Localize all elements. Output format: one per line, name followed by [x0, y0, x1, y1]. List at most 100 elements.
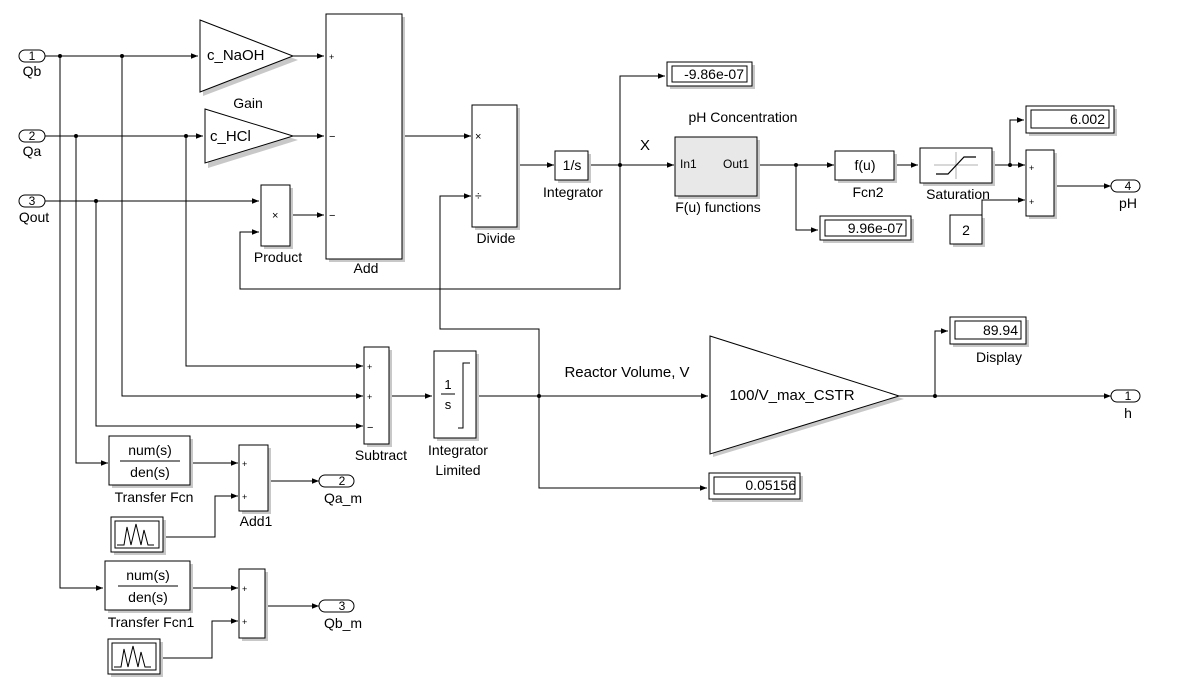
gain-reactor[interactable]: 100/V_max_CSTR	[709, 335, 904, 457]
transfer-fcn-block[interactable]: num(s) den(s) Transfer Fcn	[108, 435, 194, 505]
int-lim-label: Integrator	[428, 442, 488, 458]
saturation-label: Saturation	[926, 186, 990, 202]
constant-block[interactable]: 2	[949, 214, 985, 247]
ph-subsystem-block[interactable]: pH Concentration In1 Out1 F(u) functions	[674, 109, 798, 215]
fcn2-block[interactable]: f(u) Fcn2	[834, 150, 897, 200]
integrator-limited-block[interactable]: 1 s Integrator Limited	[428, 350, 488, 478]
divide-label: Divide	[477, 230, 516, 246]
limit-icon	[458, 362, 470, 429]
display-4[interactable]: 89.94 Display	[949, 316, 1029, 365]
add2-sign: +	[242, 584, 247, 594]
divide-block[interactable]: × ÷ Divide	[471, 104, 520, 246]
inport-qb[interactable]: 1 Qb	[18, 49, 46, 79]
subtract-sign: −	[367, 422, 373, 434]
subtract-sign: +	[367, 392, 372, 402]
gain-value: c_HCl	[210, 128, 251, 145]
display-3[interactable]: 6.002	[1025, 105, 1117, 136]
tf-numerator: num(s)	[126, 567, 170, 583]
add2-sign: +	[242, 617, 247, 627]
gain-c-naoh[interactable]: c_NaOH Gain	[199, 19, 298, 111]
add-sign: −	[329, 210, 335, 222]
outport-label: Qa_m	[324, 490, 362, 506]
add-block[interactable]: + − − Add	[325, 13, 405, 276]
add1-label: Add1	[240, 513, 273, 529]
subtract-block[interactable]: + + − Subtract	[355, 346, 407, 463]
gain-value: c_NaOH	[207, 47, 265, 64]
inport-number: 2	[29, 129, 36, 143]
integrator-block[interactable]: 1/s Integrator	[543, 150, 603, 200]
outport-ph[interactable]: 4 pH	[1110, 179, 1141, 211]
waveform-icon	[114, 645, 151, 668]
fcn2-expr: f(u)	[855, 157, 876, 173]
outport-number: 3	[339, 599, 346, 613]
saturation-icon	[934, 152, 978, 179]
add-label: Add	[354, 260, 379, 276]
constant-value: 2	[962, 222, 970, 238]
int-lim-label: Limited	[435, 462, 480, 478]
tf-label: Transfer Fcn1	[108, 614, 195, 630]
inport-number: 1	[29, 49, 36, 63]
product-label: Product	[254, 249, 302, 265]
display-1[interactable]: -9.86e-07	[666, 61, 755, 89]
inport-qa[interactable]: 2 Qa	[18, 129, 46, 159]
signal-label-reactor-volume: Reactor Volume, V	[564, 364, 689, 381]
add1-block[interactable]: + + Add1	[238, 444, 273, 529]
add1-sign: +	[242, 459, 247, 469]
tf-denominator: den(s)	[130, 464, 170, 480]
outport-qa-m[interactable]: 2 Qa_m	[318, 474, 362, 506]
display-value: 6.002	[1070, 111, 1105, 127]
display-value: -9.86e-07	[684, 66, 744, 82]
integrator-label: Integrator	[543, 184, 603, 200]
integrator-expr: 1/s	[563, 157, 582, 173]
divide-sign: ×	[475, 131, 481, 143]
inport-number: 3	[29, 194, 36, 208]
subtract-sign: +	[367, 362, 372, 372]
signal-source-1[interactable]	[110, 516, 166, 555]
add-sign: +	[329, 52, 334, 62]
outport-number: 4	[1125, 179, 1132, 193]
display-value: 9.96e-07	[848, 220, 903, 236]
branch-points	[58, 54, 1012, 398]
signal-label-x: X	[640, 137, 650, 154]
outport-h[interactable]: 1 h	[1110, 389, 1141, 421]
gain-c-hcl[interactable]: c_HCl	[204, 108, 298, 168]
subsystem-title: pH Concentration	[689, 109, 798, 125]
display-label: Display	[976, 349, 1022, 365]
int-lim-den: s	[445, 397, 452, 412]
add2-block[interactable]: + +	[238, 568, 268, 641]
display-5[interactable]: 0.05156	[708, 472, 803, 502]
gain-value: 100/V_max_CSTR	[729, 387, 854, 404]
display-value: 0.05156	[745, 477, 796, 493]
outport-qb-m[interactable]: 3 Qb_m	[318, 599, 362, 631]
waveform-icon	[117, 523, 154, 546]
inport-label: Qout	[19, 209, 49, 225]
signal-lines	[45, 53, 1111, 659]
product-sign: ×	[272, 210, 278, 222]
inport-label: Qb	[23, 63, 42, 79]
display-value: 89.94	[983, 322, 1018, 338]
ph-switch-block[interactable]: + +	[1025, 149, 1057, 219]
subsystem-in-port: In1	[680, 157, 697, 171]
inport-label: Qa	[23, 143, 42, 159]
divide-sign: ÷	[475, 189, 482, 203]
outport-number: 2	[339, 474, 346, 488]
fcn2-label: Fcn2	[852, 184, 883, 200]
tf-numerator: num(s)	[128, 442, 172, 458]
display-2[interactable]: 9.96e-07	[819, 215, 914, 243]
saturation-block[interactable]: Saturation	[919, 147, 995, 202]
tf-label: Transfer Fcn	[115, 489, 194, 505]
outport-label: pH	[1119, 195, 1137, 211]
product-block[interactable]: × Product	[254, 184, 302, 265]
switch-sign: +	[1029, 197, 1034, 207]
outport-label: Qb_m	[324, 615, 362, 631]
add1-sign: +	[242, 492, 247, 502]
switch-sign: +	[1029, 163, 1034, 173]
transfer-fcn1-block[interactable]: num(s) den(s) Transfer Fcn1	[104, 560, 195, 630]
int-lim-num: 1	[444, 377, 451, 392]
add-sign: −	[329, 131, 335, 143]
tf-denominator: den(s)	[128, 589, 168, 605]
inport-qout[interactable]: 3 Qout	[18, 194, 49, 225]
signal-source-2[interactable]	[107, 638, 163, 677]
subsystem-out-port: Out1	[723, 157, 749, 171]
